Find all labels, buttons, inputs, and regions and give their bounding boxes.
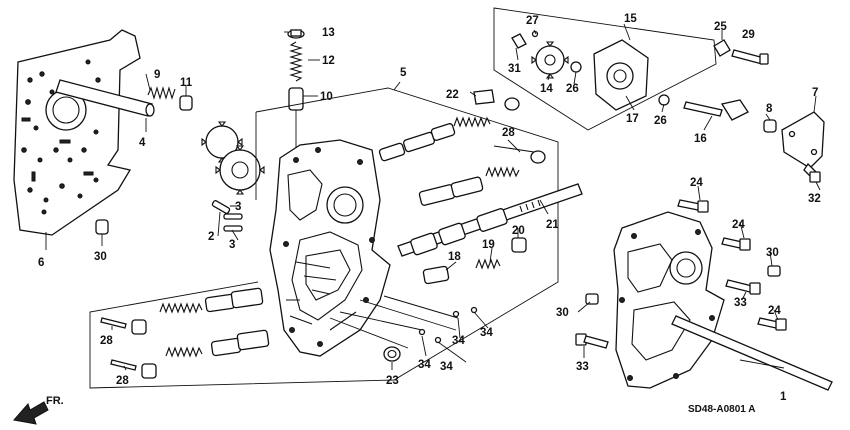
collar-30-left — [95, 219, 109, 235]
diagram-code: SD48-A0801 A — [688, 404, 755, 415]
callout-34: 34 — [480, 327, 493, 339]
valve-20 — [511, 237, 527, 253]
valve-28-upper — [493, 145, 546, 164]
callout-26: 26 — [566, 83, 579, 95]
callout-labels: 1 2 3 3 4 5 6 7 8 9 10 11 12 13 14 15 16… — [38, 13, 821, 415]
callout-29: 29 — [742, 29, 755, 41]
callout-28: 28 — [100, 335, 113, 347]
callout-2: 2 — [208, 231, 214, 243]
callout-24: 24 — [768, 305, 781, 317]
callout-20: 20 — [512, 225, 525, 237]
pump-gears — [201, 121, 265, 195]
callout-8: 8 — [766, 103, 773, 115]
callout-13: 13 — [322, 27, 335, 39]
plug-8 — [763, 119, 777, 133]
bolt-32 — [803, 162, 821, 183]
bracket-7 — [781, 111, 825, 169]
shaft-16 — [683, 99, 749, 121]
callout-21: 21 — [546, 219, 559, 231]
callout-12: 12 — [322, 55, 335, 67]
direction-label: FR. — [46, 395, 64, 407]
callout-31: 31 — [508, 63, 521, 75]
callout-33: 33 — [576, 361, 589, 373]
callout-16: 16 — [694, 133, 707, 145]
bolts-33 — [575, 279, 761, 349]
front-direction-arrow — [13, 401, 49, 425]
callout-9: 9 — [154, 69, 160, 81]
pump-assembly-15 — [493, 7, 731, 131]
callout-27: 27 — [526, 15, 539, 27]
leader-lines — [45, 23, 821, 371]
callout-22: 22 — [446, 89, 459, 101]
callout-4: 4 — [139, 137, 146, 149]
callout-25: 25 — [714, 21, 727, 33]
plug-11 — [179, 95, 193, 111]
callout-30: 30 — [94, 251, 107, 263]
collars-30-right — [585, 265, 781, 305]
callout-3: 3 — [229, 239, 235, 251]
callout-34: 34 — [452, 335, 465, 347]
callout-15: 15 — [624, 13, 637, 25]
valves-lower-left — [159, 287, 270, 358]
callout-30: 30 — [556, 307, 569, 319]
bolts-24 — [677, 199, 787, 331]
callout-19: 19 — [482, 239, 495, 251]
valve-10 — [288, 87, 304, 111]
main-valve-body — [269, 139, 391, 357]
lower-valve-body — [613, 211, 725, 389]
callout-5: 5 — [400, 67, 407, 79]
bolt-29 — [731, 49, 769, 65]
callout-11: 11 — [180, 77, 193, 89]
callout-32: 32 — [808, 193, 821, 205]
valve-21 — [397, 183, 583, 257]
shaft-1 — [671, 315, 833, 391]
callout-34: 34 — [440, 361, 453, 373]
valve-mid — [418, 166, 520, 206]
pin-4 — [55, 79, 155, 117]
callout-10: 10 — [320, 91, 333, 103]
callout-23: 23 — [386, 375, 399, 387]
callout-28: 28 — [116, 375, 129, 387]
separator-plate — [13, 29, 141, 236]
cap-13 — [287, 29, 305, 39]
valve-18 — [422, 265, 450, 285]
callout-26: 26 — [654, 115, 667, 127]
callout-28: 28 — [502, 127, 515, 139]
callout-30: 30 — [766, 247, 779, 259]
callout-18: 18 — [448, 251, 461, 263]
callout-3: 3 — [235, 201, 241, 213]
spring-12 — [289, 41, 303, 82]
spring-9 — [147, 86, 176, 100]
callout-7: 7 — [812, 87, 818, 99]
callout-17: 17 — [626, 113, 639, 125]
assembly-5-outline — [89, 87, 559, 389]
spring-19 — [475, 258, 501, 270]
dowel-pins — [211, 199, 243, 232]
callout-6: 6 — [38, 257, 44, 269]
callout-24: 24 — [732, 219, 745, 231]
pins-34-lower — [329, 299, 478, 349]
pins-28-lower — [100, 317, 157, 379]
callout-33: 33 — [734, 297, 747, 309]
valve-22 — [473, 89, 520, 111]
callout-14: 14 — [540, 83, 553, 95]
callout-24: 24 — [690, 177, 703, 189]
callout-1: 1 — [780, 391, 787, 403]
pin-34-upper — [383, 295, 459, 319]
callout-34: 34 — [418, 359, 431, 371]
filter-23 — [383, 346, 401, 362]
shift-valves-upper — [378, 116, 491, 162]
